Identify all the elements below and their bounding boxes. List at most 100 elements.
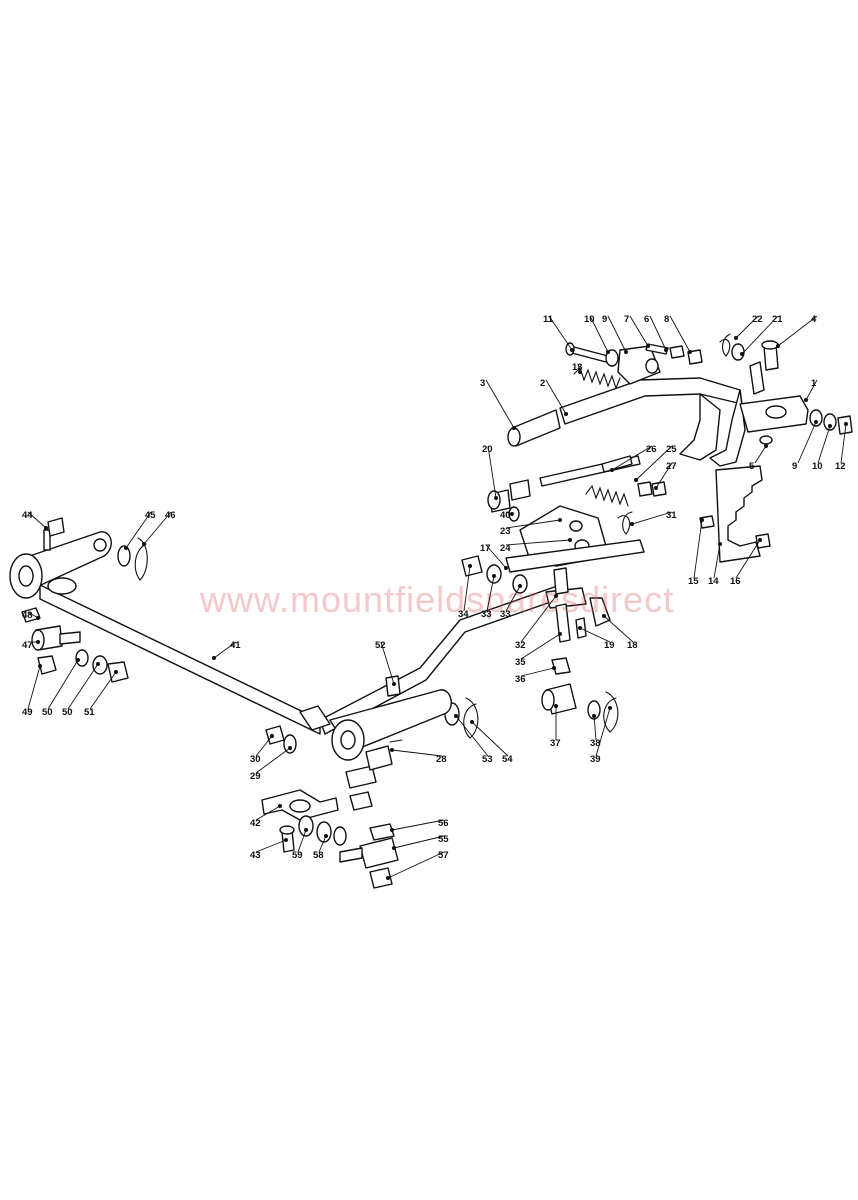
callout-17: 17 — [480, 543, 508, 570]
callout-label: 39 — [590, 754, 601, 765]
leader-line — [318, 835, 327, 853]
leader-line — [255, 839, 287, 853]
leader-line — [67, 663, 99, 710]
leader-dot — [76, 658, 80, 662]
callout-18: 18 — [602, 614, 638, 651]
leader-dot — [602, 614, 606, 618]
leader-line — [579, 627, 611, 643]
center-lever-arm — [299, 689, 452, 761]
callout-51: 51 — [84, 670, 118, 718]
leader-line — [213, 641, 237, 659]
leader-line — [485, 544, 507, 569]
pivot-bolt-parts — [719, 333, 779, 371]
leader-dot — [44, 526, 48, 530]
leader-line — [545, 379, 567, 415]
callout-21: 21 — [740, 314, 783, 356]
leader-line — [143, 511, 172, 545]
leader-dot — [390, 828, 394, 832]
leader-line — [255, 805, 281, 821]
leader-dot — [634, 478, 638, 482]
leader-line — [735, 315, 759, 339]
callout-5: 5 — [749, 444, 768, 472]
leader-line — [297, 829, 307, 853]
center-pin-and-clip — [385, 675, 479, 739]
callout-24: 24 — [500, 538, 572, 554]
callout-52: 52 — [375, 640, 396, 686]
upper-pivot-hardware — [565, 342, 703, 385]
leader-dot — [630, 522, 634, 526]
leader-line — [487, 445, 497, 499]
callout-label: 10 — [812, 461, 823, 472]
pivot-bracket — [739, 361, 809, 433]
leader-dot — [606, 350, 610, 354]
leader-line — [380, 641, 395, 685]
leader-line — [89, 671, 117, 710]
callout-31: 31 — [630, 510, 677, 526]
leader-dot — [284, 838, 288, 842]
callout-label: 10 — [584, 314, 595, 325]
leader-dot — [510, 512, 514, 516]
leader-dot — [492, 574, 496, 578]
leader-line — [520, 667, 555, 677]
callout-44: 44 — [22, 510, 48, 530]
callout-1: 1 — [804, 378, 818, 402]
leader-line — [47, 659, 79, 710]
callout-label: 32 — [515, 640, 526, 651]
callout-label: 52 — [375, 640, 386, 651]
callout-15: 15 — [688, 518, 704, 587]
callout-label: 46 — [165, 510, 176, 521]
leader-dot — [578, 370, 582, 374]
callout-label: 43 — [250, 850, 261, 861]
leader-dot — [38, 664, 42, 668]
callout-label: 57 — [438, 850, 449, 861]
callout-48: 48 — [22, 610, 40, 621]
callout-label: 27 — [666, 461, 677, 472]
leader-line — [393, 835, 445, 849]
leader-line — [631, 511, 673, 525]
leader-dot — [324, 834, 328, 838]
lower-washers — [298, 815, 347, 846]
ratchet-plate — [715, 435, 773, 563]
callout-28: 28 — [390, 748, 447, 765]
callout-9-top: 9 — [602, 314, 628, 354]
callout-label: 23 — [500, 526, 511, 537]
leader-line — [27, 665, 41, 710]
callout-label: 53 — [482, 754, 493, 765]
callout-12: 12 — [835, 422, 848, 472]
leader-line — [589, 315, 609, 353]
callout-8: 8 — [664, 314, 692, 354]
leader-line — [391, 819, 445, 831]
left-washer-clip — [117, 537, 148, 581]
leader-dot — [212, 656, 216, 660]
callout-label: 1 — [811, 378, 817, 389]
callout-45: 45 — [124, 510, 156, 550]
adjuster-knob-parts — [541, 683, 619, 733]
leader-dot — [664, 348, 668, 352]
callout-label: 36 — [515, 674, 526, 685]
callout-label: 9 — [602, 314, 607, 325]
leader-line — [603, 615, 634, 643]
callout-54: 54 — [470, 720, 513, 765]
callout-27: 27 — [654, 461, 677, 490]
leader-dot — [270, 734, 274, 738]
callout-label: 11 — [543, 314, 554, 325]
callout-53: 53 — [454, 714, 493, 765]
callout-label: 3 — [480, 378, 485, 389]
leader-dot — [124, 546, 128, 550]
callout-label: 8 — [664, 314, 669, 325]
leader-dot — [558, 632, 562, 636]
callout-16: 16 — [730, 538, 762, 587]
leader-dot — [828, 424, 832, 428]
callout-33-b: 33 — [500, 584, 522, 620]
leader-dot — [96, 662, 100, 666]
leader-dot — [288, 746, 292, 750]
leader-dot — [764, 444, 768, 448]
leader-line — [463, 565, 471, 612]
leader-dot — [734, 336, 738, 340]
callout-label: 49 — [22, 707, 33, 718]
callout-label: 16 — [730, 576, 741, 587]
leader-line — [629, 315, 649, 347]
leader-line — [125, 511, 152, 549]
